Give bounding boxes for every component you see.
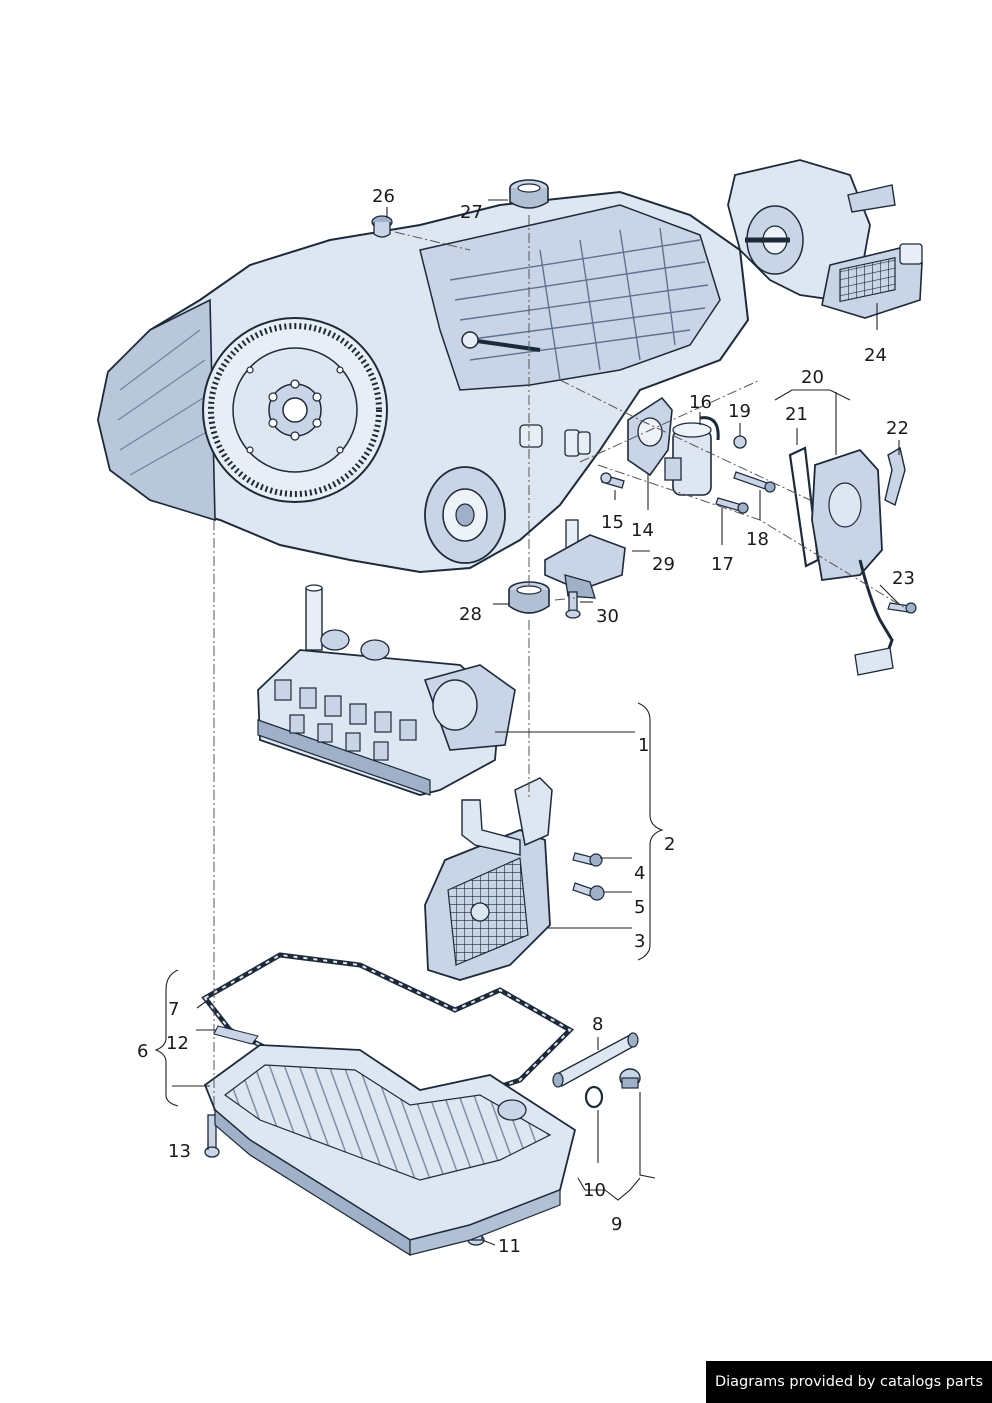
callout-14: 14 xyxy=(631,520,654,541)
callout-19: 19 xyxy=(728,401,751,422)
seal-27 xyxy=(509,179,549,209)
attribution-text: Diagrams provided by catalogs parts xyxy=(714,1374,984,1390)
callout-4: 4 xyxy=(634,863,646,884)
callout-26: 26 xyxy=(372,186,395,207)
callout-16: 16 xyxy=(689,392,712,413)
attribution-footer: Diagrams provided by catalogs parts xyxy=(706,1361,992,1403)
control-unit xyxy=(424,777,605,981)
callout-22: 22 xyxy=(886,418,909,439)
callout-1: 1 xyxy=(638,735,650,756)
oil-pan xyxy=(201,952,577,1257)
seal-28 xyxy=(508,581,550,614)
callout-5: 5 xyxy=(634,897,646,918)
callout-12: 12 xyxy=(166,1033,189,1054)
callout-27: 27 xyxy=(460,202,483,223)
callout-3: 3 xyxy=(634,931,646,952)
transmission-housing xyxy=(96,190,750,574)
callout-15: 15 xyxy=(601,512,624,533)
callout-28: 28 xyxy=(459,604,482,625)
leader-lines xyxy=(154,199,901,1246)
callout-7: 7 xyxy=(168,999,180,1020)
valve-body xyxy=(257,584,516,796)
filler-tube xyxy=(552,1032,641,1109)
callout-10: 10 xyxy=(583,1180,606,1201)
transfer-case xyxy=(727,159,923,319)
callout-13: 13 xyxy=(168,1141,191,1162)
callout-23: 23 xyxy=(892,568,915,589)
callout-11: 11 xyxy=(498,1236,521,1257)
callout-9: 9 xyxy=(611,1214,623,1235)
callout-29: 29 xyxy=(652,554,675,575)
callout-24: 24 xyxy=(864,345,887,366)
callout-30: 30 xyxy=(596,606,619,627)
callout-18: 18 xyxy=(746,529,769,550)
callout-17: 17 xyxy=(711,554,734,575)
side-cover xyxy=(788,446,917,676)
callout-20: 20 xyxy=(801,367,824,388)
callout-8: 8 xyxy=(592,1014,604,1035)
callout-2: 2 xyxy=(664,834,676,855)
callout-21: 21 xyxy=(785,404,808,425)
callout-6: 6 xyxy=(137,1041,149,1062)
valve-assembly xyxy=(627,396,776,514)
plug-26 xyxy=(371,215,393,238)
